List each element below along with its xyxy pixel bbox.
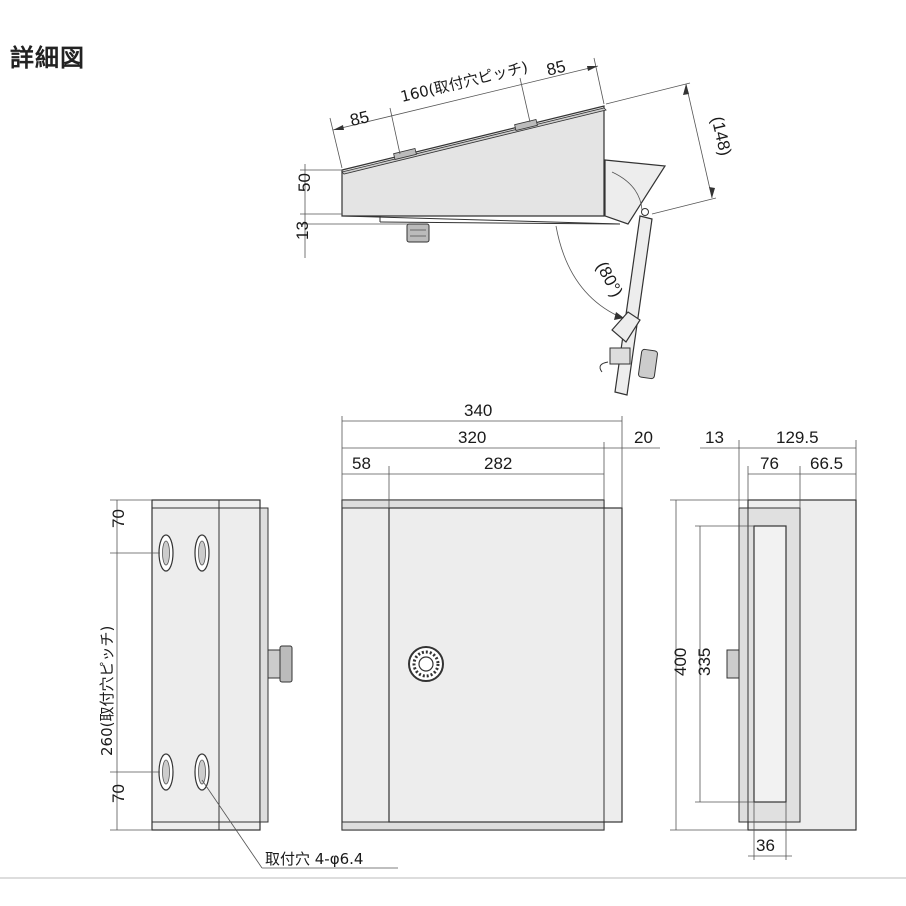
page-title: 詳細図 [10, 44, 85, 72]
dim-129-5: 129.5 [776, 428, 819, 447]
dim-282: 282 [484, 454, 512, 473]
rear-view: 70 260(取付穴ピッチ) 70 取付穴 4-φ6.4 [98, 499, 398, 869]
dim-70-top: 70 [109, 509, 128, 528]
dim-50: 50 [295, 173, 314, 192]
dim-angle: (80°) [592, 258, 626, 300]
dim-335: 335 [695, 648, 714, 676]
front-view: 340 320 20 58 282 [341, 401, 660, 831]
dim-400: 400 [671, 648, 690, 676]
dim-148: (148) [708, 115, 735, 158]
dim-66-5: 66.5 [810, 454, 843, 473]
dim-320: 320 [458, 428, 486, 447]
dim-85-left: 85 [348, 107, 371, 130]
knob-icon [406, 223, 430, 243]
dim-58: 58 [352, 454, 371, 473]
dim-20: 20 [634, 428, 653, 447]
dim-13-right: 13 [705, 428, 724, 447]
dim-340: 340 [464, 401, 492, 420]
side-body [341, 105, 605, 217]
dim-36: 36 [756, 836, 775, 855]
window-slot [753, 525, 787, 803]
dim-76: 76 [760, 454, 779, 473]
side-view: (80°) 85 160(取付穴ピッチ) 85 (148) 50 13 [293, 57, 735, 396]
hole-note: 取付穴 4-φ6.4 [265, 850, 363, 868]
door-hinge [604, 159, 667, 225]
right-view: 13 129.5 76 66.5 400 335 36 [670, 428, 857, 860]
dim-70-bottom: 70 [109, 784, 128, 803]
dim-260: 260(取付穴ピッチ) [98, 626, 116, 756]
dim-85-right: 85 [545, 57, 568, 80]
dim-13-side: 13 [293, 221, 312, 240]
